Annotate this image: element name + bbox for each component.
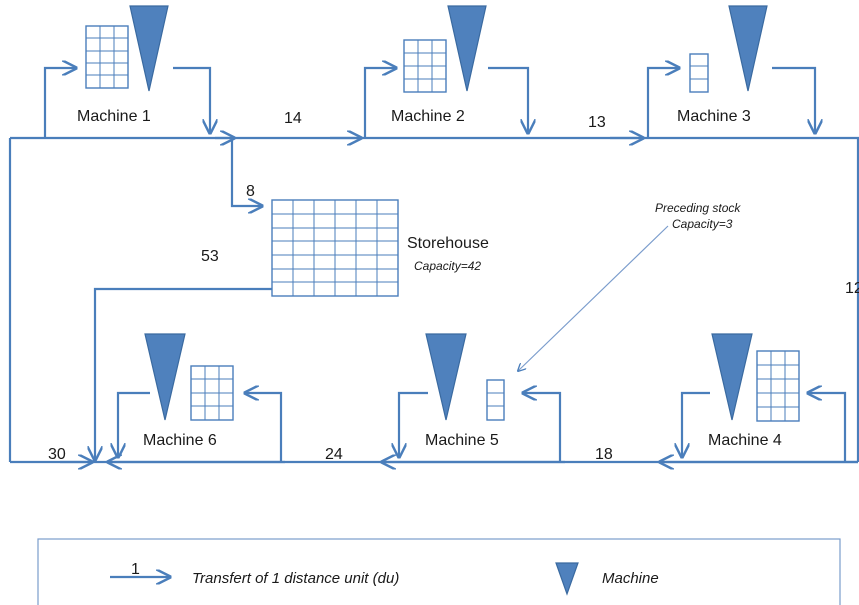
machine-3-input-arrow bbox=[646, 68, 679, 138]
machine-1-input-arrow bbox=[43, 68, 76, 138]
machine-3-icon bbox=[728, 5, 768, 92]
machine-6-block bbox=[118, 333, 283, 462]
machine-2-icon bbox=[447, 5, 487, 92]
legend-arrow-number: 1 bbox=[131, 561, 140, 578]
machine-6-icon bbox=[144, 333, 186, 421]
machine-5-label: Machine 5 bbox=[425, 432, 499, 449]
machine-4-label: Machine 4 bbox=[708, 432, 782, 449]
to-storehouse-arrow bbox=[230, 138, 262, 206]
legend-machine-icon bbox=[555, 562, 579, 596]
storehouse-grid-icon bbox=[271, 199, 399, 297]
machine-2-label: Machine 2 bbox=[391, 108, 465, 125]
distance-m6-loop: 30 bbox=[48, 446, 66, 463]
machine-3-stock-icon bbox=[689, 53, 709, 93]
machine-5-icon bbox=[425, 333, 467, 421]
machine-4-block bbox=[682, 333, 847, 462]
machine-6-input-arrow bbox=[245, 393, 283, 462]
machine-1-icon bbox=[129, 5, 169, 92]
machine-2-output-arrow bbox=[488, 66, 528, 133]
distance-right: 12 bbox=[845, 280, 859, 297]
annotation-line-2: Capacity=3 bbox=[672, 217, 733, 231]
machine-1-output-arrow bbox=[173, 66, 210, 133]
machine-3-block bbox=[646, 5, 815, 138]
machine-5-block bbox=[399, 333, 562, 462]
machine-2-stock-icon bbox=[403, 39, 447, 93]
distance-m2-m3: 13 bbox=[588, 114, 606, 131]
distance-m5-m6: 24 bbox=[325, 446, 343, 463]
distance-m4-m5: 18 bbox=[595, 446, 613, 463]
machine-1-stock-icon bbox=[85, 25, 129, 89]
preceding-stock-pointer bbox=[518, 225, 669, 371]
machine-6-stock-icon bbox=[190, 365, 234, 421]
machine-3-label: Machine 3 bbox=[677, 108, 751, 125]
storehouse-output-arrow bbox=[95, 287, 272, 460]
machine-3-output-arrow bbox=[772, 66, 815, 133]
machine-4-stock-icon bbox=[756, 350, 800, 422]
storehouse-title: Storehouse bbox=[407, 235, 489, 252]
distance-m1-m2: 14 bbox=[284, 110, 302, 127]
distance-to-storehouse: 8 bbox=[246, 183, 255, 200]
legend-box bbox=[37, 538, 841, 605]
distance-storehouse: 53 bbox=[201, 248, 219, 265]
machine-2-block bbox=[363, 5, 528, 138]
storehouse-capacity: Capacity=42 bbox=[414, 259, 481, 273]
legend: 1 Transfert of 1 distance unit (du) Mach… bbox=[37, 538, 841, 605]
machine-1-block bbox=[43, 5, 210, 138]
machine-5-output-arrow bbox=[399, 391, 428, 457]
machine-4-output-arrow bbox=[682, 391, 710, 457]
machine-4-icon bbox=[711, 333, 753, 421]
machine-5-input-arrow bbox=[523, 393, 562, 462]
machine-2-input-arrow bbox=[363, 68, 396, 138]
machine-4-input-arrow bbox=[808, 393, 847, 462]
legend-arrow-text: Transfert of 1 distance unit (du) bbox=[192, 570, 399, 587]
machine-6-label: Machine 6 bbox=[143, 432, 217, 449]
machine-5-stock-icon bbox=[486, 379, 505, 421]
machine-6-output-arrow bbox=[118, 391, 150, 457]
legend-machine-text: Machine bbox=[602, 570, 659, 587]
annotation-line-1: Preceding stock bbox=[655, 201, 741, 215]
machine-1-label: Machine 1 bbox=[77, 108, 151, 125]
